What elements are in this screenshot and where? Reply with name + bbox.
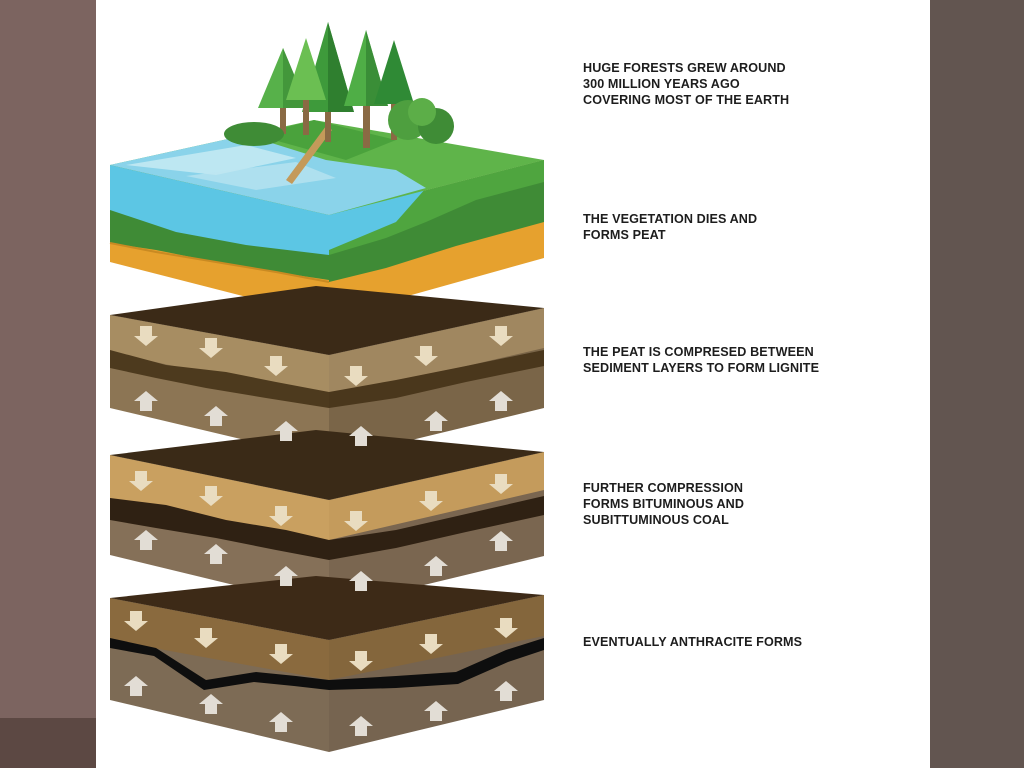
background-panel-right [930,0,1024,768]
tree-icon [224,122,284,146]
caption-line: FORMS BITUMINOUS AND [583,496,913,512]
caption-peat: THE VEGETATION DIES AND FORMS PEAT [583,211,913,243]
caption-forest: HUGE FORESTS GREW AROUND 300 MILLION YEA… [583,60,913,108]
caption-line: FURTHER COMPRESSION [583,480,913,496]
caption-anthracite: EVENTUALLY ANTHRACITE FORMS [583,634,913,650]
caption-line: THE PEAT IS COMPRESED BETWEEN [583,344,913,360]
slide: HUGE FORESTS GREW AROUND 300 MILLION YEA… [96,0,930,768]
caption-line: SUBITTUMINOUS COAL [583,512,913,528]
caption-line: EVENTUALLY ANTHRACITE FORMS [583,634,913,650]
background-panel-left [0,0,96,768]
caption-lignite: THE PEAT IS COMPRESED BETWEEN SEDIMENT L… [583,344,913,376]
tree-icon [388,98,454,144]
block-anthracite [110,576,544,752]
background-panel-left-bottom [0,718,96,768]
caption-line: COVERING MOST OF THE EARTH [583,92,913,108]
caption-line: THE VEGETATION DIES AND [583,211,913,227]
caption-line: HUGE FORESTS GREW AROUND [583,60,913,76]
caption-line: SEDIMENT LAYERS TO FORM LIGNITE [583,360,913,376]
caption-line: FORMS PEAT [583,227,913,243]
caption-line: 300 MILLION YEARS AGO [583,76,913,92]
coal-formation-diagram [96,0,930,768]
caption-bituminous: FURTHER COMPRESSION FORMS BITUMINOUS AND… [583,480,913,528]
